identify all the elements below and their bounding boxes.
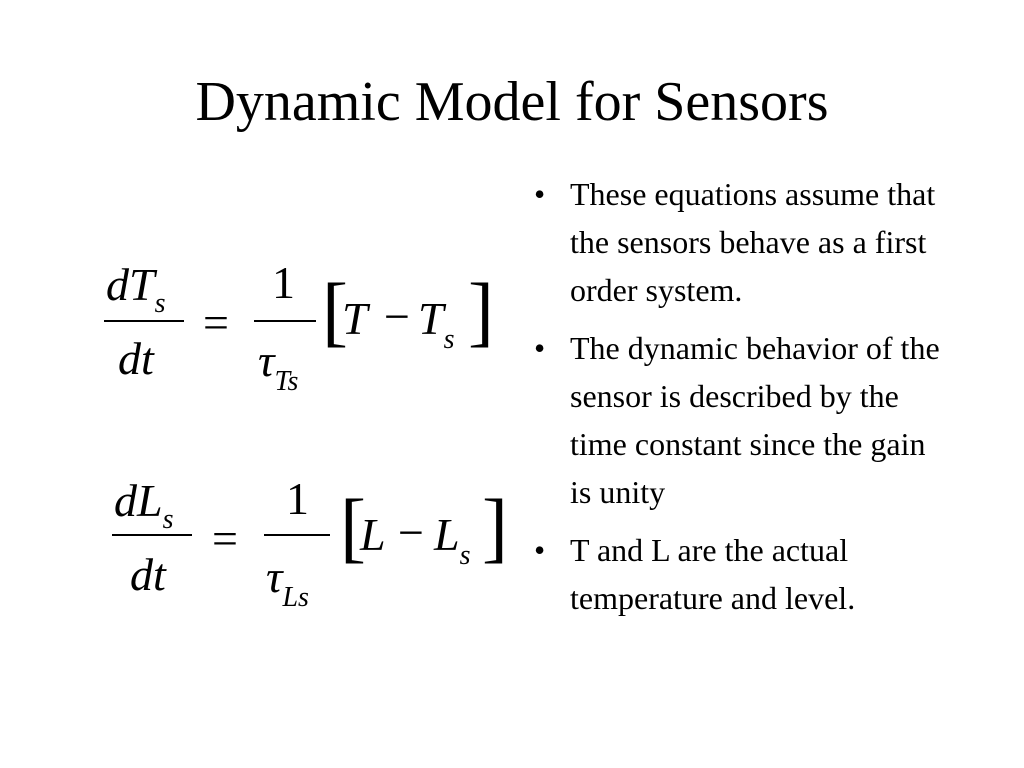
- eq2-close-bracket: ]: [482, 483, 508, 570]
- eq2-lhs-fraction-bar: [112, 534, 192, 536]
- eq1-lhs-denominator: dt: [118, 333, 154, 384]
- bullet-text: These equations assume that the sensors …: [570, 176, 936, 308]
- eq1-equals: =: [203, 297, 229, 348]
- eq2-lhs-denominator: dt: [130, 549, 166, 600]
- eq1-lhs-fraction-bar: [104, 320, 184, 322]
- eq2-rhs-denominator: τLs: [266, 551, 309, 613]
- equation-temperature: dTs dt = 1 τTs [ T − Ts ]: [0, 0, 520, 420]
- bullet-item: • These equations assume that the sensor…: [534, 170, 954, 314]
- eq2-term-b: Ls: [434, 509, 471, 571]
- eq2-equals: =: [212, 513, 238, 564]
- bullet-marker: •: [534, 330, 546, 366]
- bullet-list: • These equations assume that the sensor…: [534, 170, 954, 632]
- eq1-lhs-numerator: dTs: [106, 259, 166, 319]
- eq1-term-a: T: [342, 293, 368, 344]
- bullet-item: • The dynamic behavior of the sensor is …: [534, 324, 954, 516]
- eq1-rhs-denominator: τTs: [258, 335, 299, 397]
- bullet-marker: •: [534, 532, 546, 568]
- bullet-text: The dynamic behavior of the sensor is de…: [570, 330, 940, 510]
- eq2-rhs-numerator: 1: [286, 473, 309, 524]
- eq1-minus: −: [384, 291, 410, 342]
- bullet-item: • T and L are the actual temperature and…: [534, 526, 954, 622]
- eq2-minus: −: [398, 507, 424, 558]
- eq1-rhs-fraction-bar: [254, 320, 316, 322]
- eq1-open-bracket: [: [322, 267, 348, 354]
- eq2-rhs-fraction-bar: [264, 534, 330, 536]
- eq2-open-bracket: [: [340, 483, 366, 570]
- eq1-rhs-numerator: 1: [272, 257, 295, 308]
- eq2-lhs-numerator: dLs: [114, 475, 174, 535]
- eq1-close-bracket: ]: [468, 267, 494, 354]
- bullet-text: T and L are the actual temperature and l…: [570, 532, 856, 616]
- eq1-term-b: Ts: [418, 293, 455, 355]
- slide-title: Dynamic Model for Sensors: [195, 71, 829, 133]
- equation-level: dLs dt = 1 τLs [ L − Ls ]: [0, 0, 520, 640]
- bullet-marker: •: [534, 176, 546, 212]
- eq2-term-a: L: [360, 509, 386, 560]
